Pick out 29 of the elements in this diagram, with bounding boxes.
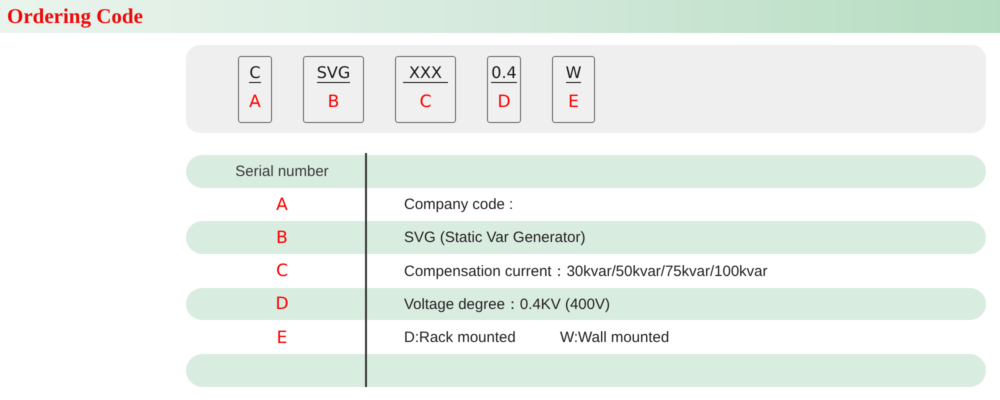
position-letter: C: [420, 92, 432, 112]
code-value: C: [249, 63, 261, 83]
code-value: 0.4: [491, 63, 517, 83]
code-box: [487, 56, 521, 123]
serial-letter: E: [276, 328, 288, 348]
serial-letter: C: [276, 261, 288, 282]
code-value: SVG: [316, 63, 350, 83]
serial-letter: D: [275, 294, 289, 314]
code-box: [303, 56, 364, 123]
page-title: Ordering Code: [7, 4, 143, 29]
code-value: XXX: [403, 63, 448, 83]
column-header: Serial number: [235, 163, 329, 180]
description-text: Compensation current：30kvar/50kvar/75kvar/100kvar: [404, 262, 768, 280]
description-text: Company code :: [404, 196, 514, 214]
code-box: [395, 56, 456, 123]
description-text: W:Wall mounted: [560, 329, 670, 346]
code-panel: [186, 45, 986, 133]
description-text: SVG (Static Var Generator): [404, 229, 586, 246]
serial-letter: B: [276, 228, 288, 248]
position-letter: D: [497, 92, 511, 112]
description-text: Voltage degree：0.4KV (400V): [404, 296, 610, 313]
code-box: [238, 56, 272, 123]
code-value: W: [566, 63, 582, 83]
serial-letter: A: [276, 194, 288, 215]
position-letter: E: [568, 92, 579, 112]
position-letter: B: [328, 92, 340, 112]
description-text: D:Rack mounted: [404, 329, 516, 346]
code-box: [552, 56, 595, 123]
position-letter: A: [249, 92, 261, 112]
